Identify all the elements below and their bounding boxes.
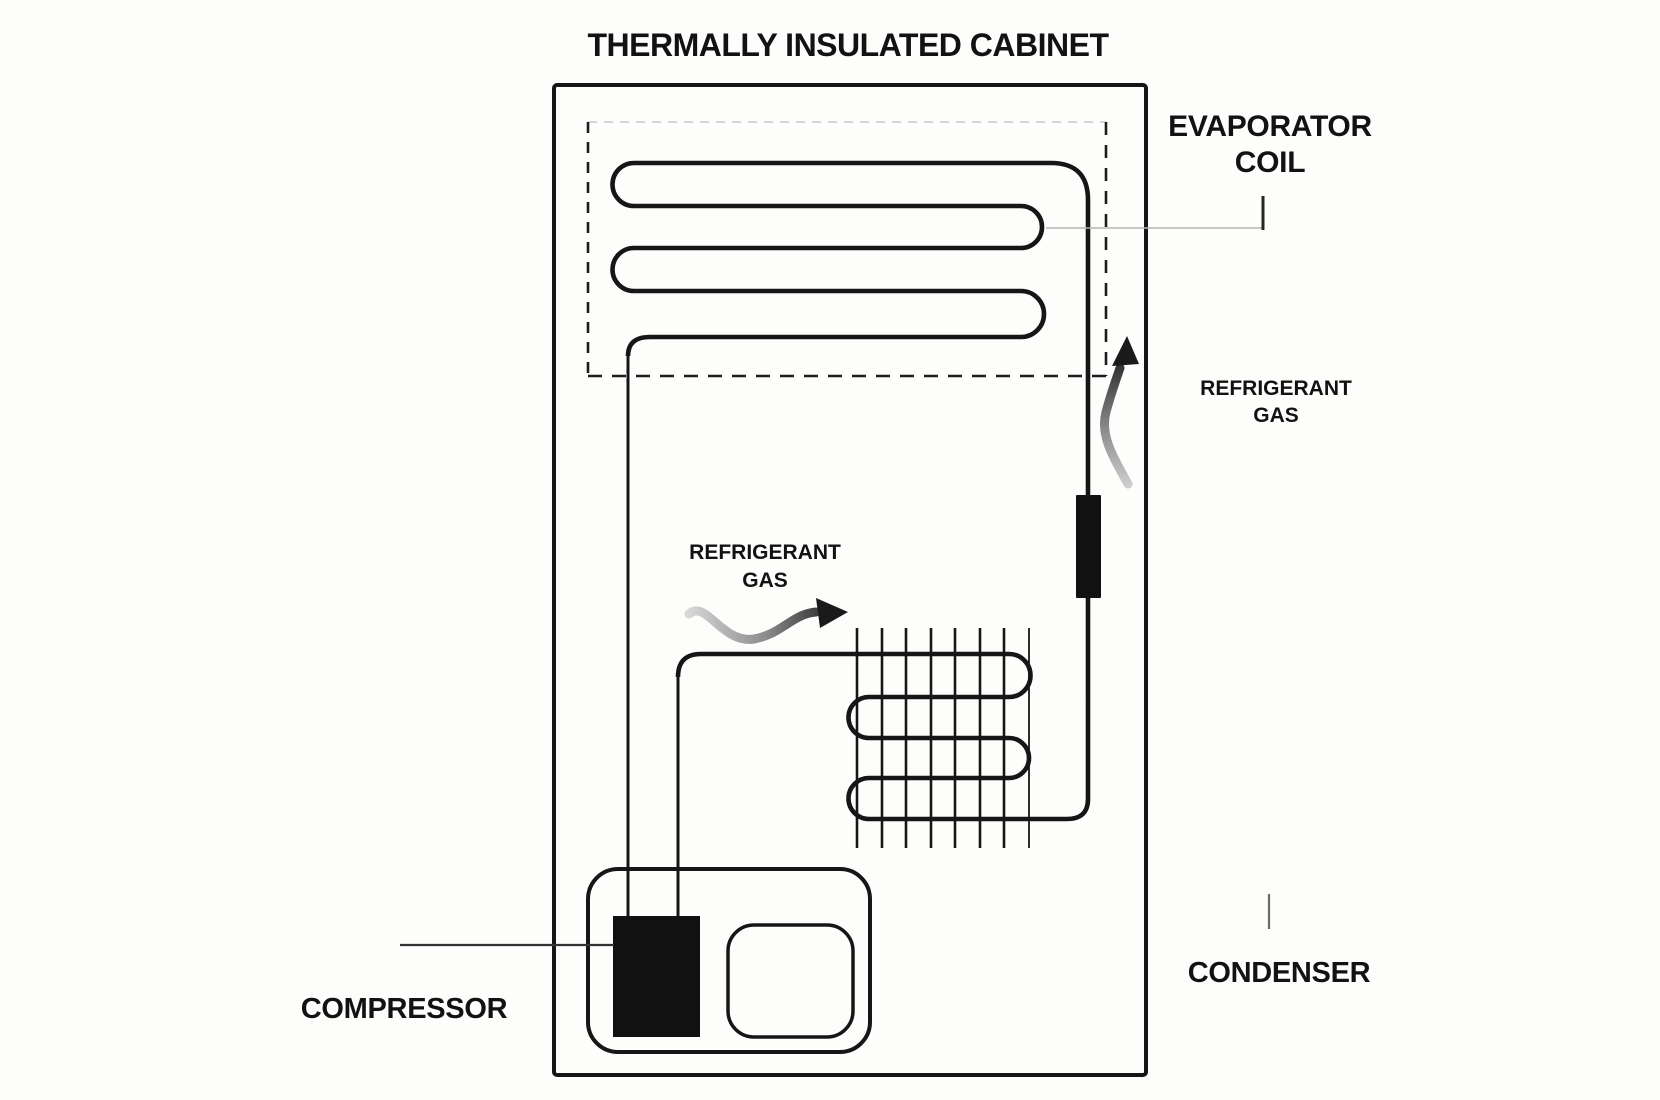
right-arrow-head [816,598,848,628]
up-arrow-head [1112,336,1139,366]
up-arrow-shaft [1100,363,1133,489]
evaporator-coil [610,160,1091,502]
expansion-valve [1076,495,1101,598]
label-refrigerant-upper-line2: GAS [1253,404,1299,427]
right-arrow-shaft [684,606,821,644]
label-evaporator-coil: EVAPORATOR COIL [1120,109,1420,181]
label-refrigerant-gas-upper: REFRIGERANT GAS [1156,375,1396,429]
label-evaporator-line2: COIL [1234,146,1306,179]
compressor-motor-block [613,916,700,1037]
label-condenser: CONDENSER [1187,957,1371,989]
evaporator-region-dashed-border [586,121,1108,378]
label-refrigerant-lower-line2: GAS [742,569,788,592]
label-refrigerant-lower-line1: REFRIGERANT [689,541,841,564]
label-refrigerant-upper-line1: REFRIGERANT [1200,377,1352,400]
label-compressor: COMPRESSOR [300,993,508,1025]
condenser-coil [675,556,1091,822]
compressor-tank [726,923,855,1039]
compressor-housing [586,867,872,1054]
label-refrigerant-gas-lower: REFRIGERANT GAS [645,539,885,595]
label-evaporator-line1: EVAPORATOR [1168,110,1372,143]
refrigerant-flow-up-arrow [1100,336,1139,489]
refrigerant-flow-right-arrow [684,598,848,644]
cabinet-outline [552,83,1148,1077]
diagram-title: THERMALLY INSULATED CABINET [587,27,1109,63]
